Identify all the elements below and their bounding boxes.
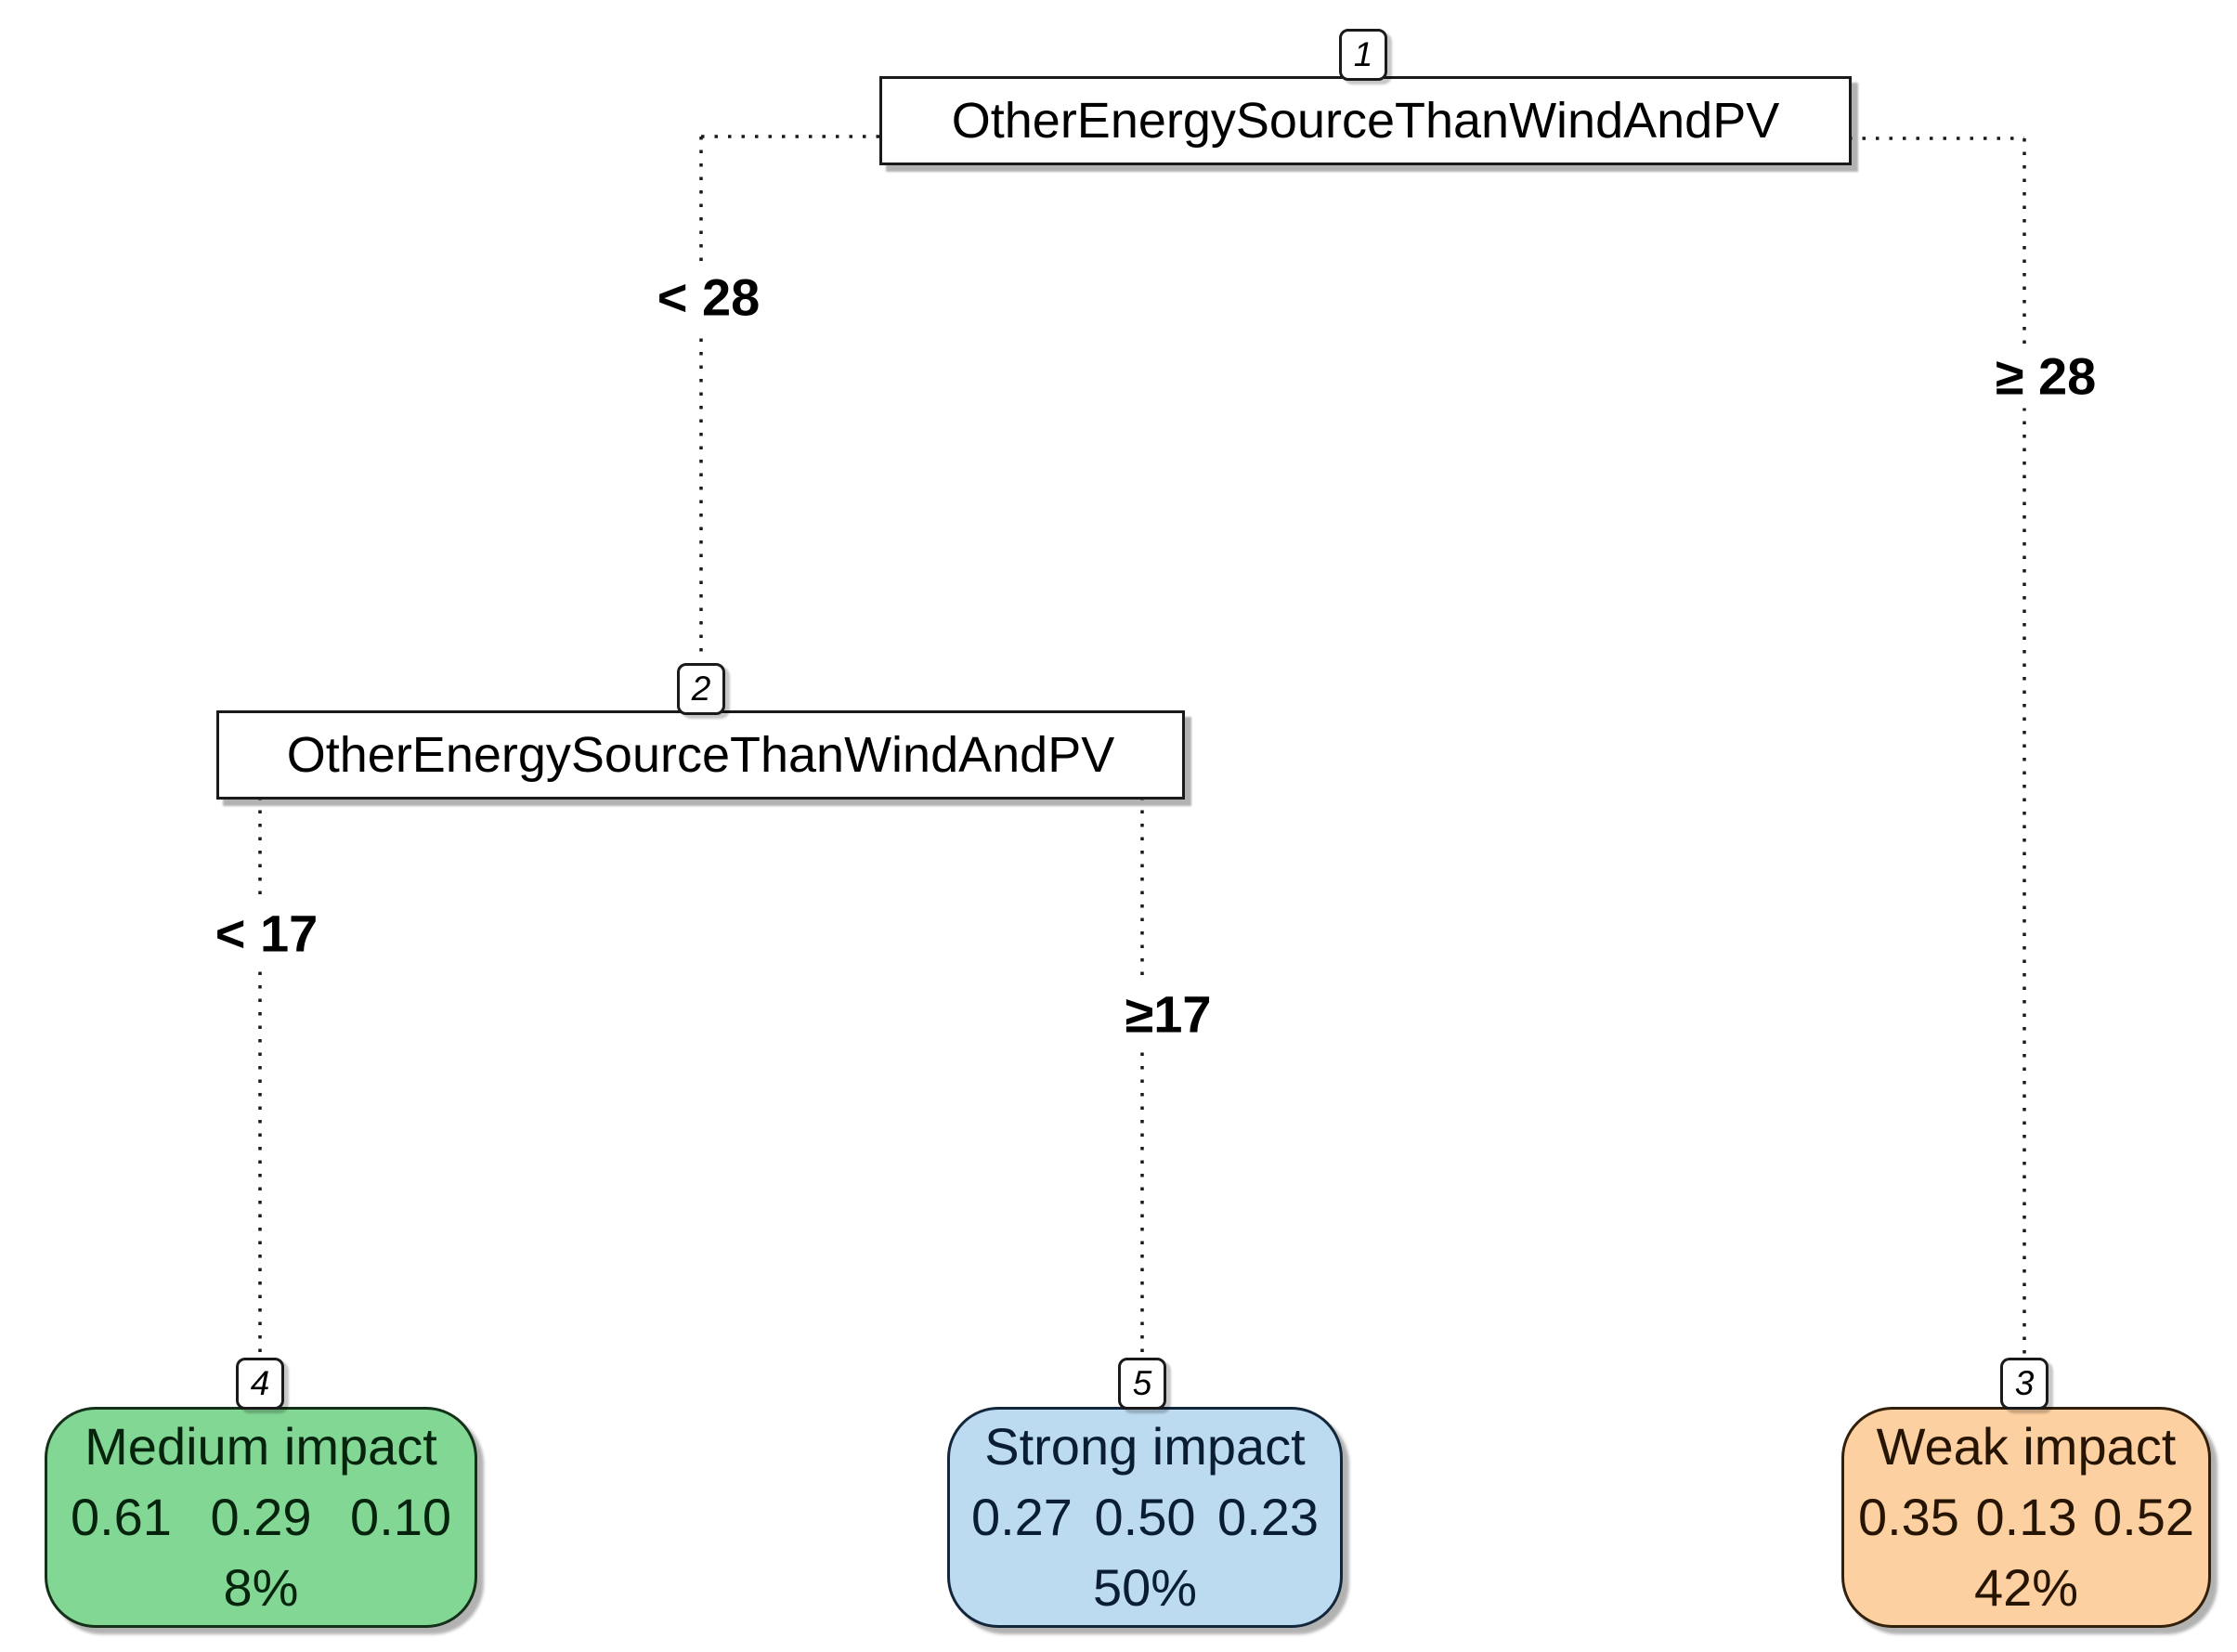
split-node-1: OtherEnergySourceThanWindAndPV xyxy=(879,76,1852,165)
leaf-node-strong-impact: Strong impact 0.27 0.50 0.23 50% xyxy=(947,1407,1343,1628)
node-2-id: 2 xyxy=(691,670,711,708)
leaf-4-label: Medium impact xyxy=(85,1417,437,1476)
edge-label-less-than-17: < 17 xyxy=(207,901,326,966)
node-2-id-badge: 2 xyxy=(677,663,725,715)
node-5-id: 5 xyxy=(1132,1364,1152,1402)
edge-label-less-than-28: < 28 xyxy=(649,265,768,330)
leaf-node-weak-impact: Weak impact 0.35 0.13 0.52 42% xyxy=(1841,1407,2211,1628)
node-3-id: 3 xyxy=(2014,1364,2035,1402)
leaf-4-values: 0.61 0.29 0.10 xyxy=(70,1488,452,1546)
node-1-id-badge: 1 xyxy=(1339,29,1387,81)
leaf-5-values: 0.27 0.50 0.23 xyxy=(970,1488,1320,1546)
split-node-2: OtherEnergySourceThanWindAndPV xyxy=(216,710,1185,800)
leaf-node-medium-impact: Medium impact 0.61 0.29 0.10 8% xyxy=(45,1407,477,1628)
leaf-3-label: Weak impact xyxy=(1876,1417,2177,1476)
leaf-3-percent: 42% xyxy=(1973,1558,2079,1617)
leaf-4-percent: 8% xyxy=(223,1558,299,1617)
leaf-3-values: 0.35 0.13 0.52 xyxy=(1857,1488,2195,1546)
node-4-id: 4 xyxy=(250,1364,270,1402)
leaf-5-percent: 50% xyxy=(1092,1558,1198,1617)
split-node-1-label: OtherEnergySourceThanWindAndPV xyxy=(951,93,1780,149)
node-3-id-badge: 3 xyxy=(2000,1358,2048,1410)
edge-label-greater-equal-28: ≥ 28 xyxy=(1987,344,2104,409)
leaf-5-label: Strong impact xyxy=(984,1417,1306,1476)
split-node-2-label: OtherEnergySourceThanWindAndPV xyxy=(286,727,1115,783)
node-4-id-badge: 4 xyxy=(236,1358,284,1410)
node-1-id: 1 xyxy=(1353,35,1373,73)
edge-label-greater-equal-17: ≥17 xyxy=(1117,982,1219,1047)
node-5-id-badge: 5 xyxy=(1118,1358,1166,1410)
